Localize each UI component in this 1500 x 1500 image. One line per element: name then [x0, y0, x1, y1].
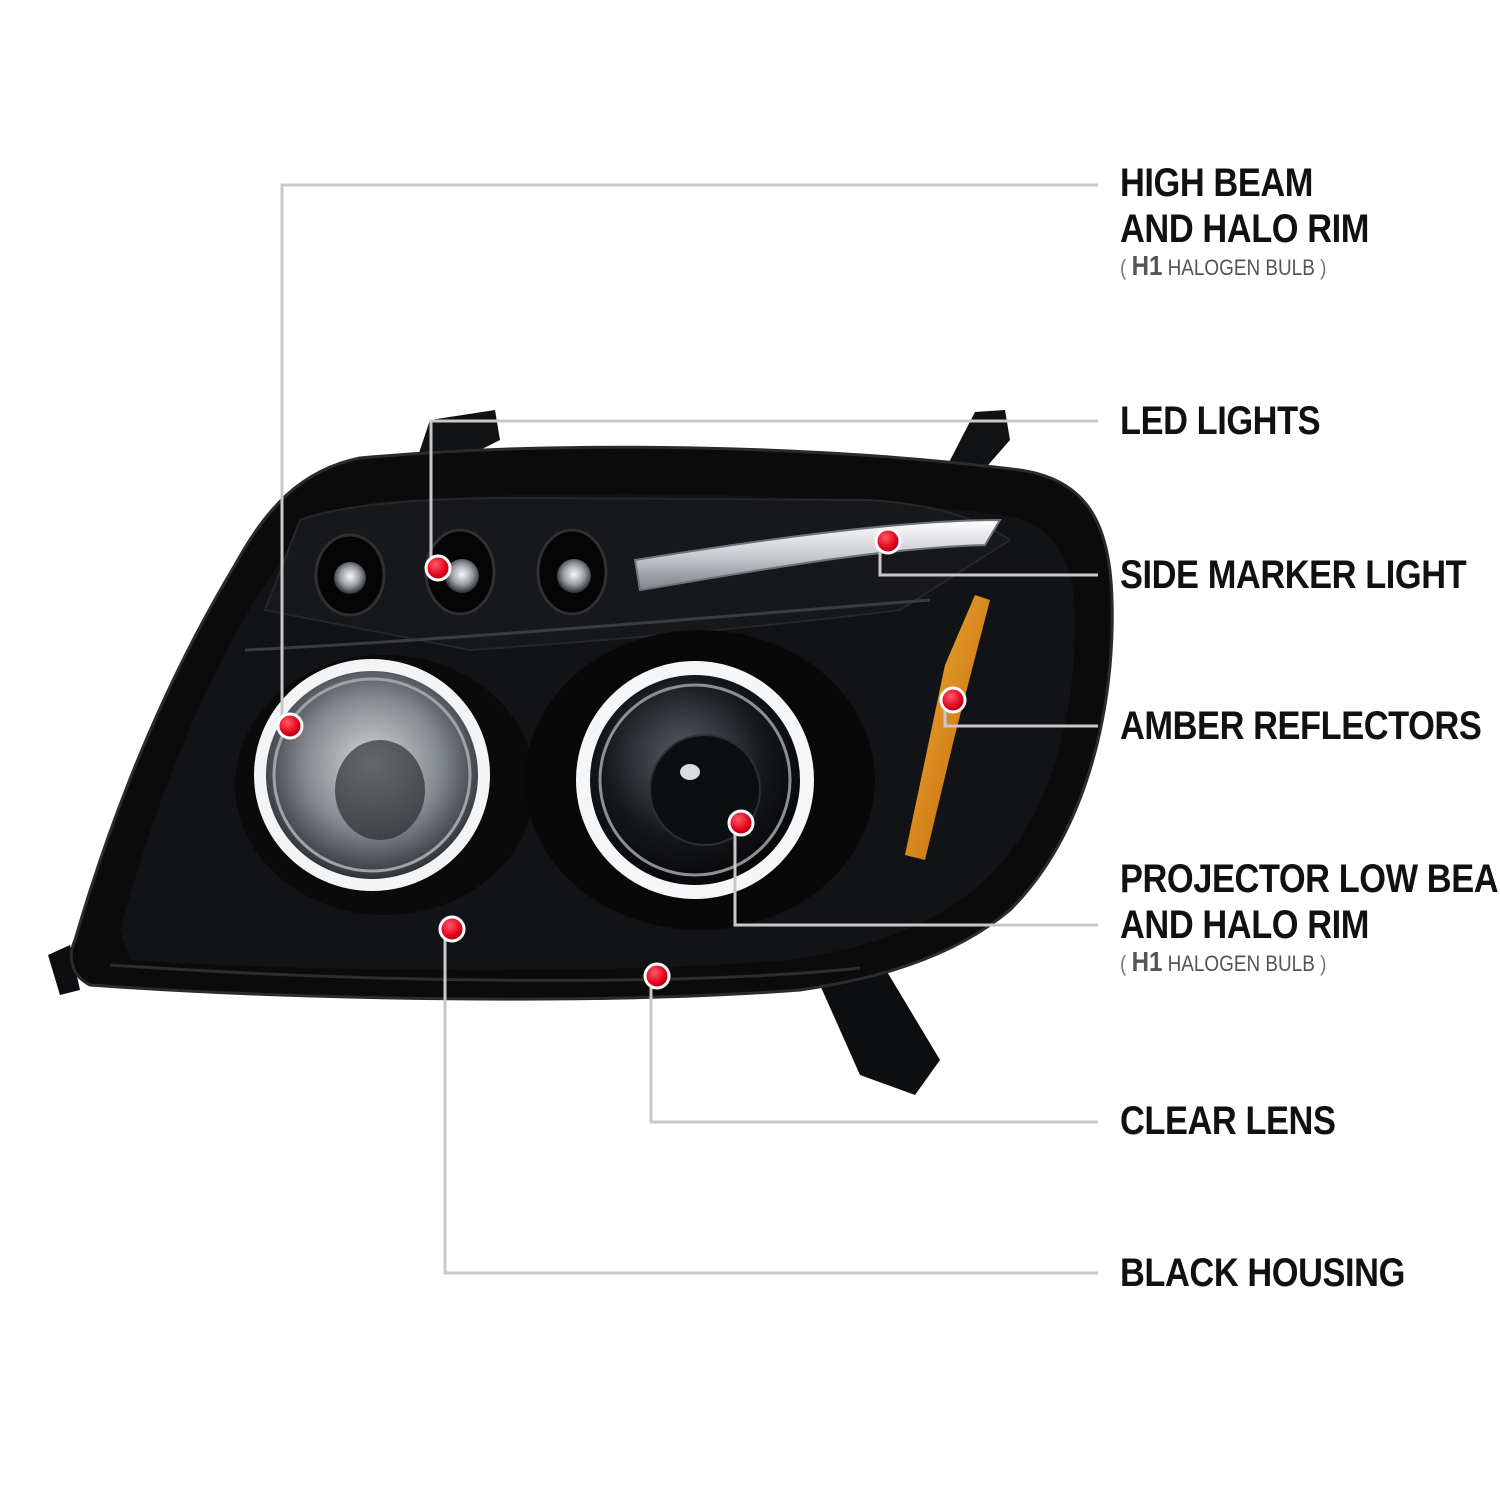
bulb-type: H1: [1131, 946, 1163, 977]
bulb-type: H1: [1131, 250, 1163, 281]
marker-dot-clear-lens: [643, 962, 671, 990]
marker-dot-black-housing: [438, 915, 466, 943]
paren-close: ): [1320, 951, 1327, 976]
paren-open: (: [1120, 951, 1127, 976]
callout-high-beam: HIGH BEAM AND HALO RIM ( H1 HALOGEN BULB…: [1120, 160, 1369, 282]
bulb-note: ( H1 HALOGEN BULB ): [1120, 252, 1369, 282]
bulb-text: HALOGEN BULB: [1167, 255, 1315, 280]
callout-led-lights: LED LIGHTS: [1120, 398, 1321, 444]
led-lights-cluster: [314, 528, 608, 617]
callout-line: BLACK HOUSING: [1120, 1251, 1405, 1295]
marker-dots: [276, 527, 967, 990]
callout-line: AMBER REFLECTORS: [1120, 704, 1482, 748]
callout-amber-reflectors: AMBER REFLECTORS: [1120, 703, 1482, 749]
projector-low-beam-lens: [525, 630, 875, 930]
callout-line: PROJECTOR LOW BEAM: [1120, 857, 1500, 901]
side-marker-light-bar: [633, 518, 1002, 592]
callout-line: SIDE MARKER LIGHT: [1120, 553, 1467, 597]
paren-open: (: [1120, 255, 1127, 280]
callout-black-housing: BLACK HOUSING: [1120, 1250, 1405, 1296]
callout-line: AND HALO RIM: [1120, 903, 1369, 947]
marker-dot-amber-reflectors: [939, 686, 967, 714]
callout-line: LED LIGHTS: [1120, 399, 1321, 443]
callout-projector-low-beam: PROJECTOR LOW BEAM AND HALO RIM ( H1 HAL…: [1120, 856, 1500, 978]
bulb-note: ( H1 HALOGEN BULB ): [1120, 948, 1500, 978]
callout-line: AND HALO RIM: [1120, 207, 1369, 251]
marker-dot-projector-low-beam: [727, 809, 755, 837]
paren-close: ): [1320, 255, 1327, 280]
marker-dot-high-beam: [276, 712, 304, 740]
bulb-text: HALOGEN BULB: [1167, 951, 1315, 976]
callout-clear-lens: CLEAR LENS: [1120, 1098, 1336, 1144]
marker-dot-side-marker: [874, 527, 902, 555]
high-beam-reflector: [235, 655, 535, 915]
callout-line: HIGH BEAM: [1120, 161, 1313, 205]
callout-side-marker: SIDE MARKER LIGHT: [1120, 552, 1467, 598]
marker-dot-led-lights: [424, 554, 452, 582]
callout-line: CLEAR LENS: [1120, 1099, 1336, 1143]
